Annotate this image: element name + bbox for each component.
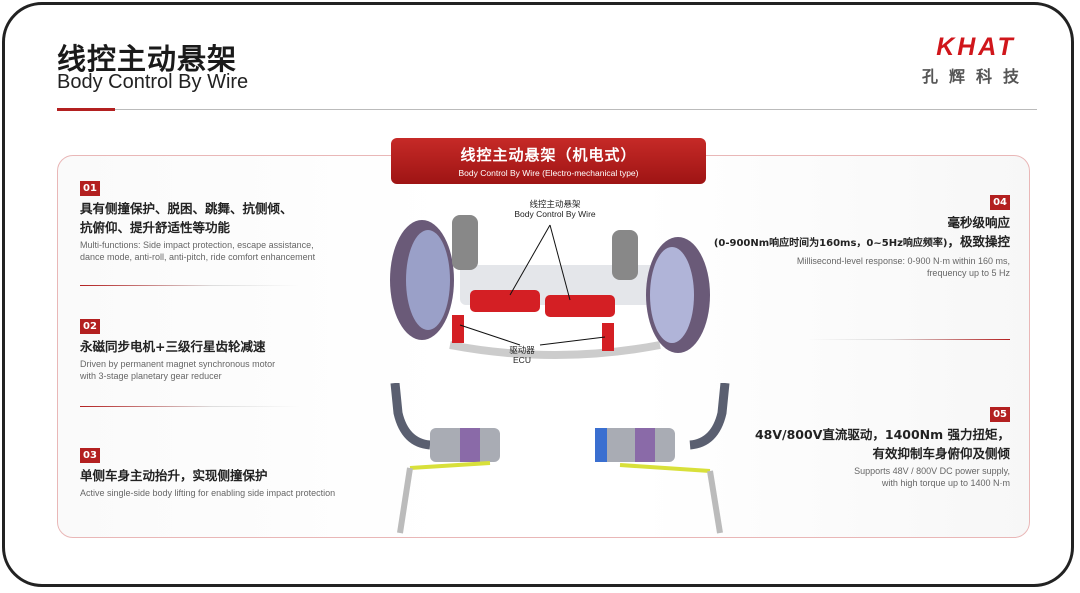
left-link-rod bbox=[409, 461, 491, 470]
feature-title-tail: ，极致操控 bbox=[947, 234, 1010, 249]
right-wheel-rim bbox=[650, 247, 694, 343]
header-divider bbox=[57, 109, 1037, 110]
feature-04: 04 毫秒级响应 (0-900Nm响应时间为160ms，0~5Hz响应频率)，极… bbox=[714, 190, 1010, 279]
banner-title: 线控主动悬架（机电式） bbox=[460, 146, 637, 164]
feature-02: 02 永磁同步电机+三级行星齿轮减速 Driven by permanent m… bbox=[80, 314, 275, 382]
logo-text-cn: 孔辉科技 bbox=[921, 67, 1030, 86]
callout-line bbox=[509, 224, 551, 296]
banner-subtitle: Body Control By Wire (Electro-mechanical… bbox=[458, 168, 639, 178]
section-banner: 线控主动悬架（机电式） Body Control By Wire (Electr… bbox=[391, 138, 706, 184]
callout-line bbox=[459, 324, 521, 346]
left-ecu bbox=[452, 315, 464, 343]
divider bbox=[808, 339, 1010, 340]
stabilizer-bar bbox=[449, 341, 661, 359]
feature-title-line: 单侧车身主动抬升，实现侧撞保护 bbox=[80, 468, 268, 483]
callout-line bbox=[539, 336, 606, 346]
left-drop-link bbox=[397, 467, 413, 534]
actuator-illustration bbox=[390, 383, 730, 534]
label-cn: 驱动器 bbox=[509, 345, 535, 355]
feature-title-line: 48V/800V直流驱动，1400Nm 强力扭矩， bbox=[754, 427, 1010, 442]
feature-desc-line: Millisecond-level response: 0-900 N·m wi… bbox=[796, 256, 1010, 266]
suspension-chassis-illustration bbox=[390, 215, 710, 359]
slide-frame bbox=[2, 2, 1074, 587]
khat-logo: KHAT 孔辉科技 bbox=[912, 34, 1040, 87]
feature-title-line: 毫秒级响应 bbox=[947, 215, 1010, 230]
feature-desc-line: with high torque up to 1400 N·m bbox=[881, 478, 1010, 488]
right-motor-cap bbox=[595, 428, 607, 462]
feature-number: 03 bbox=[80, 448, 100, 463]
label-en: ECU bbox=[513, 355, 531, 365]
right-motor-band bbox=[635, 428, 655, 462]
label-en: Body Control By Wire bbox=[514, 209, 596, 219]
feature-desc-line: Driven by permanent magnet synchronous m… bbox=[80, 359, 276, 369]
feature-desc-line: Supports 48V / 800V DC power supply, bbox=[854, 466, 1010, 476]
divider bbox=[80, 406, 300, 407]
feature-desc-line: Active single-side body lifting for enab… bbox=[80, 488, 336, 498]
content-card bbox=[57, 155, 1030, 538]
label-cn: 线控主动悬架 bbox=[529, 199, 581, 209]
feature-number: 04 bbox=[990, 195, 1010, 210]
feature-title-line: 具有侧撞保护、脱困、跳舞、抗侧倾、 bbox=[80, 201, 293, 216]
page-title: 线控主动悬架 bbox=[57, 42, 238, 76]
left-wheel-rim bbox=[406, 230, 450, 330]
feature-number: 05 bbox=[990, 407, 1010, 422]
feature-number: 01 bbox=[80, 181, 100, 196]
logo-text-en: KHAT bbox=[936, 33, 1016, 61]
feature-desc-line: frequency up to 5 Hz bbox=[926, 268, 1010, 278]
feature-number: 02 bbox=[80, 319, 100, 334]
feature-title-sub: (0-900Nm响应时间为160ms，0~5Hz响应频率) bbox=[713, 238, 948, 249]
feature-desc-line: dance mode, anti-roll, anti-pitch, ride … bbox=[80, 252, 316, 262]
divider bbox=[80, 285, 300, 286]
feature-01: 01 具有侧撞保护、脱困、跳舞、抗侧倾、抗俯仰、提升舒适性等功能 Multi-f… bbox=[80, 176, 315, 263]
feature-05: 05 48V/800V直流驱动，1400Nm 强力扭矩，有效抑制车身俯仰及侧倾 … bbox=[755, 402, 1010, 489]
right-drop-link bbox=[707, 470, 723, 534]
right-actuator bbox=[545, 295, 615, 317]
feature-title-line: 有效抑制车身俯仰及侧倾 bbox=[872, 446, 1010, 461]
feature-title-line: 抗俯仰、提升舒适性等功能 bbox=[80, 220, 231, 235]
left-motor-band bbox=[460, 428, 480, 462]
feature-03: 03 单侧车身主动抬升，实现侧撞保护 Active single-side bo… bbox=[80, 443, 335, 499]
right-air-spring bbox=[612, 230, 638, 280]
right-stabilizer-arm bbox=[689, 383, 730, 450]
header-accent-bar bbox=[57, 108, 115, 111]
left-air-spring bbox=[452, 215, 478, 270]
right-link-rod bbox=[619, 463, 711, 473]
callout-line bbox=[549, 224, 571, 301]
feature-desc-line: with 3-stage planetary gear reducer bbox=[80, 371, 222, 381]
left-actuator bbox=[470, 290, 540, 312]
page-subtitle: Body Control By Wire bbox=[57, 71, 249, 93]
feature-desc-line: Multi-functions: Side impact protection,… bbox=[80, 240, 314, 250]
right-ecu bbox=[602, 323, 614, 351]
feature-title-line: 永磁同步电机+三级行星齿轮减速 bbox=[80, 339, 266, 354]
left-stabilizer-arm bbox=[390, 383, 431, 450]
